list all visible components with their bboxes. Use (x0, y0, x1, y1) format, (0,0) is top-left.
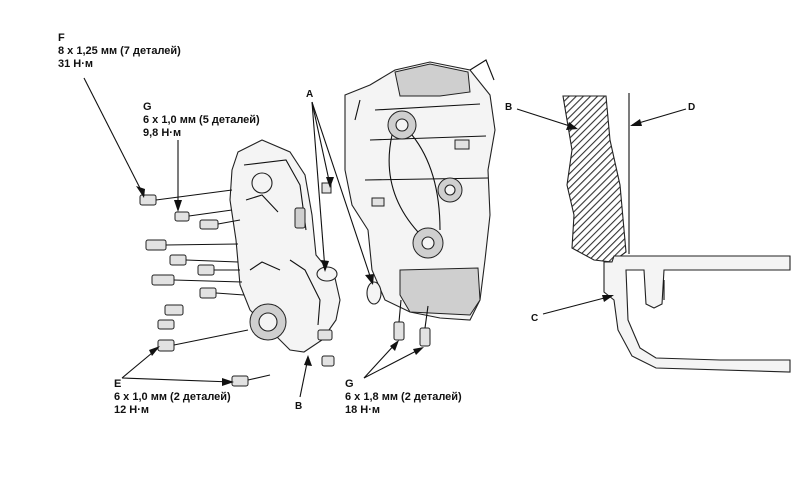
o-ring-gasket-1 (316, 266, 338, 282)
dowel-pin (321, 182, 332, 194)
label-g-top: G 6 x 1,0 мм (5 деталей) 9,8 Н·м (143, 101, 260, 140)
label-g-bottom: G 6 x 1,8 мм (2 деталей) 18 Н·м (345, 378, 462, 417)
label-f-size: 8 x 1,25 мм (7 деталей) (58, 45, 181, 57)
label-g-top-letter: G (143, 101, 152, 113)
bolt-set-f (139, 189, 245, 330)
label-e-size: 6 x 1,0 мм (2 деталей) (114, 391, 231, 403)
section-detail-view (562, 93, 791, 373)
bolt-set-e (157, 329, 271, 387)
label-f-torque: 31 Н·м (58, 58, 94, 70)
label-g-top-torque: 9,8 Н·м (143, 127, 182, 139)
callout-a: A (306, 89, 314, 100)
label-f-letter: F (58, 32, 65, 44)
label-e-torque: 12 Н·м (114, 404, 150, 416)
callout-b-detail: B (505, 102, 513, 113)
label-g-bottom-letter: G (345, 378, 354, 390)
label-g-top-size: 6 x 1,0 мм (5 деталей) (143, 114, 260, 126)
bolt-b2 (317, 329, 333, 341)
engine-block (344, 59, 496, 321)
label-f: F 8 x 1,25 мм (7 деталей) 31 Н·м (58, 32, 181, 71)
label-e: E 6 x 1,0 мм (2 деталей) 12 Н·м (114, 378, 231, 417)
label-g-bottom-size: 6 x 1,8 мм (2 деталей) (345, 391, 462, 403)
label-g-bottom-torque: 18 Н·м (345, 404, 381, 416)
callout-c-detail: C (531, 313, 539, 324)
label-e-letter: E (114, 378, 122, 390)
callout-d-detail: D (688, 102, 696, 113)
bolt-set-g-bottom (393, 299, 431, 347)
timing-cover (229, 139, 341, 353)
o-ring-gasket-2 (366, 281, 382, 305)
callout-b-bottom: B (295, 401, 303, 412)
bolt-b (321, 355, 335, 367)
